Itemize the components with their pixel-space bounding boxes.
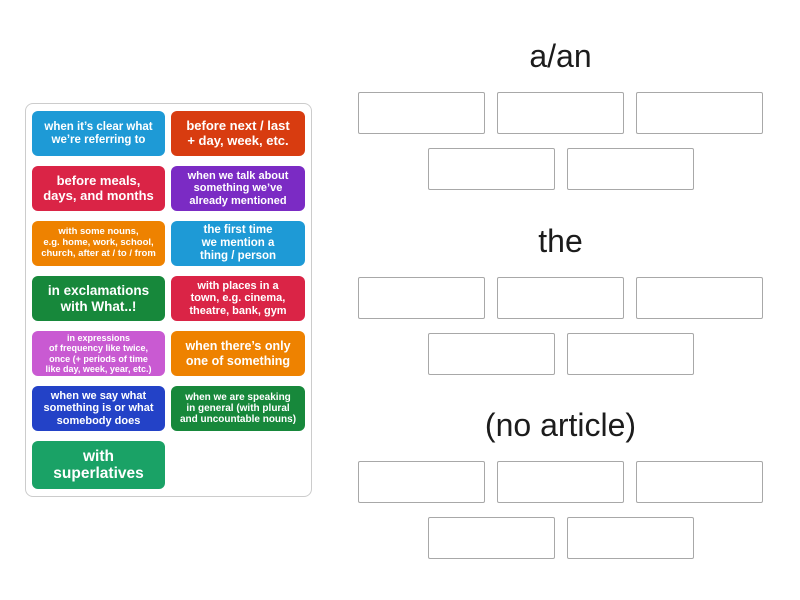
group-title: the bbox=[538, 223, 583, 259]
drop-slot[interactable] bbox=[566, 148, 694, 190]
drop-slot[interactable] bbox=[427, 333, 555, 375]
drop-slot[interactable] bbox=[358, 277, 485, 319]
group-section-2: the bbox=[340, 221, 781, 375]
draggable-item-10[interactable]: when there’s only one of something bbox=[171, 331, 305, 376]
answer-groups: a/an the (no article) bbox=[340, 0, 781, 600]
group-section-1: a/an bbox=[340, 36, 781, 190]
drop-slot[interactable] bbox=[497, 461, 624, 503]
drop-slot[interactable] bbox=[427, 517, 555, 559]
slot-row bbox=[340, 277, 781, 319]
draggable-item-13[interactable]: with superlatives bbox=[32, 441, 165, 489]
drop-slot[interactable] bbox=[636, 92, 763, 134]
draggable-item-11[interactable]: when we say what something is or what so… bbox=[32, 386, 165, 431]
draggable-item-5[interactable]: with some nouns, e.g. home, work, school… bbox=[32, 221, 165, 266]
group-title: a/an bbox=[529, 38, 592, 74]
draggable-item-8[interactable]: with places in a town, e.g. cinema, thea… bbox=[171, 276, 305, 321]
slot-row bbox=[340, 461, 781, 503]
draggable-item-1[interactable]: when it’s clear what we’re referring to bbox=[32, 111, 165, 156]
group-section-3: (no article) bbox=[340, 405, 781, 559]
draggable-item-3[interactable]: before meals, days, and months bbox=[32, 166, 165, 211]
slot-row bbox=[340, 148, 781, 190]
slot-row bbox=[340, 333, 781, 375]
drop-slot[interactable] bbox=[358, 461, 485, 503]
drop-slot[interactable] bbox=[358, 92, 485, 134]
drop-slot[interactable] bbox=[497, 277, 624, 319]
draggable-item-9[interactable]: in expressions of frequency like twice, … bbox=[32, 331, 165, 376]
draggable-item-6[interactable]: the first time we mention a thing / pers… bbox=[171, 221, 305, 266]
draggable-item-4[interactable]: when we talk about something we’ve alrea… bbox=[171, 166, 305, 211]
drop-slot[interactable] bbox=[566, 333, 694, 375]
drop-slot[interactable] bbox=[636, 277, 763, 319]
draggable-item-12[interactable]: when we are speaking in general (with pl… bbox=[171, 386, 305, 431]
draggable-item-7[interactable]: in exclamations with What..! bbox=[32, 276, 165, 321]
drop-slot[interactable] bbox=[566, 517, 694, 559]
draggable-item-2[interactable]: before next / last + day, week, etc. bbox=[171, 111, 305, 156]
drop-slot[interactable] bbox=[636, 461, 763, 503]
slot-row bbox=[340, 92, 781, 134]
slot-row bbox=[340, 517, 781, 559]
group-title: (no article) bbox=[484, 407, 637, 443]
drop-slot[interactable] bbox=[497, 92, 624, 134]
drop-slot[interactable] bbox=[427, 148, 555, 190]
